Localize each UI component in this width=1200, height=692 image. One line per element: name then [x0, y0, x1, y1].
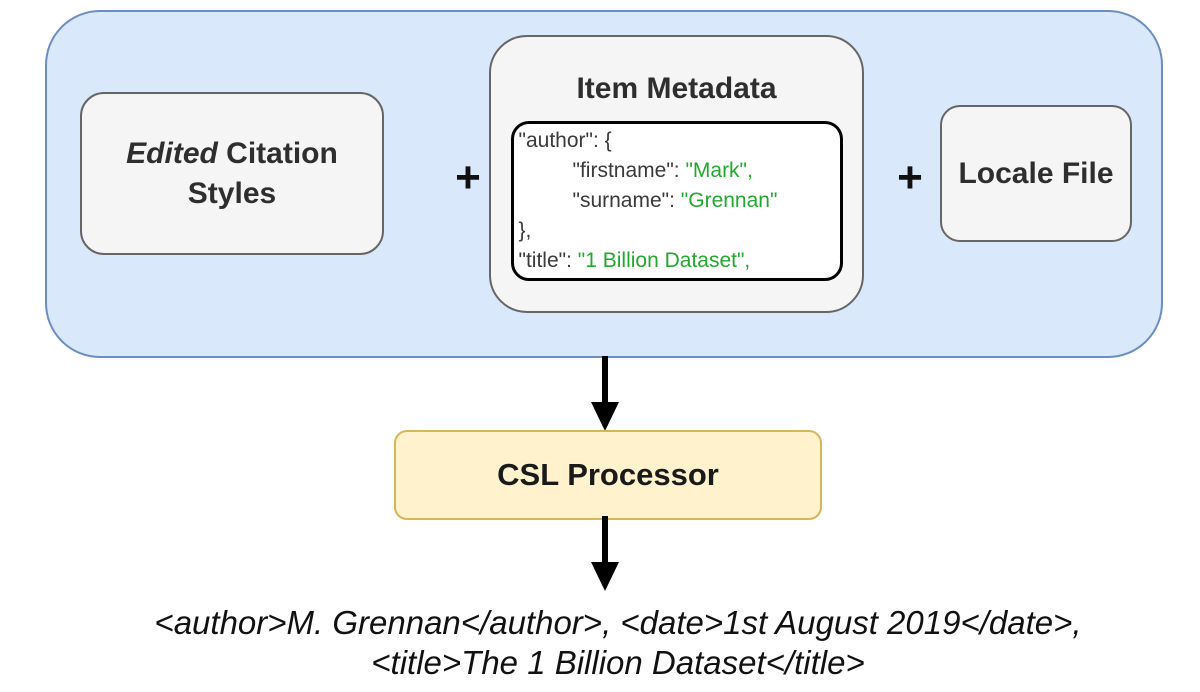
- item-metadata-box: Item Metadata "author": { "firstname": "…: [489, 35, 864, 313]
- code-value: "1 Billion Dataset",: [577, 249, 751, 272]
- citation-output-line-1: <author>M. Grennan</author>, <date>1st A…: [154, 604, 1082, 641]
- item-metadata-code-snippet: "author": { "firstname": "Mark", "surnam…: [510, 121, 843, 281]
- code-value: "Mark",: [685, 159, 753, 182]
- code-value: "Grennan": [680, 189, 778, 212]
- code-key: },: [518, 219, 532, 242]
- csl-processor-label: CSL Processor: [497, 457, 719, 492]
- code-key: "firstname":: [572, 159, 686, 182]
- csl-processor-box: CSL Processor: [394, 430, 822, 520]
- locale-file-box: Locale File: [940, 105, 1132, 242]
- code-key: "surname":: [572, 189, 681, 212]
- edited-word-italic: Edited: [126, 136, 218, 170]
- edited-citation-styles-label: Edited Citation Styles: [126, 134, 338, 214]
- code-key: "title":: [518, 249, 578, 272]
- code-line: },: [519, 216, 840, 246]
- code-line: "firstname": "Mark",: [519, 156, 840, 186]
- citation-output-text: <author>M. Grennan</author>, <date>1st A…: [36, 603, 1200, 683]
- plus-operator-1: +: [455, 153, 481, 202]
- arrow-down-icon: [591, 356, 619, 431]
- styles-word: Styles: [187, 176, 277, 210]
- edited-citation-styles-box: Edited Citation Styles: [80, 92, 384, 255]
- code-key: "author": {: [518, 129, 612, 152]
- citation-output-line-2: <title>The 1 Billion Dataset</title>: [371, 644, 865, 681]
- locale-file-label: Locale File: [958, 156, 1114, 190]
- citation-word: Citation: [217, 136, 338, 170]
- code-line: "author": {: [519, 126, 840, 156]
- item-metadata-title: Item Metadata: [576, 72, 777, 105]
- code-line: "title": "1 Billion Dataset",: [519, 246, 840, 276]
- plus-operator-2: +: [897, 153, 923, 202]
- code-line: "surname": "Grennan": [519, 186, 840, 216]
- arrow-down-icon: [591, 516, 619, 591]
- inputs-group-container: Edited Citation Styles + Item Metadata "…: [45, 10, 1163, 358]
